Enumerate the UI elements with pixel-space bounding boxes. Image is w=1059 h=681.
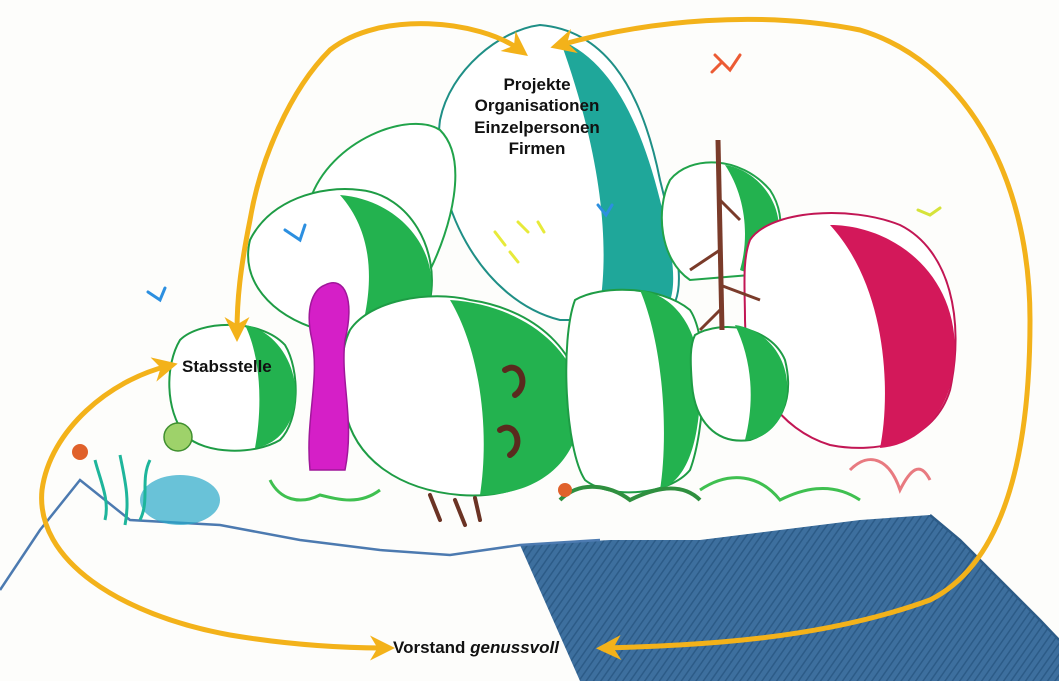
label-organisationen: Organisationen bbox=[474, 96, 600, 116]
label-stabsstelle: Stabsstelle bbox=[182, 357, 272, 376]
label-firmen: Firmen bbox=[508, 138, 566, 158]
top-label-group: Projekte Organisationen Einzelpersonen F… bbox=[442, 74, 632, 159]
label-einzelpersonen: Einzelpersonen bbox=[474, 117, 600, 137]
arrows bbox=[39, 16, 1033, 661]
arrow-vorstand-to-top bbox=[550, 16, 1033, 661]
label-genussvoll: genussvoll bbox=[470, 638, 559, 657]
label-vorstand-word: Vorstand bbox=[393, 638, 471, 657]
arrow-stabsstelle-to-vorstand bbox=[39, 357, 395, 661]
arrow-top-to-stabsstelle bbox=[224, 21, 529, 342]
label-vorstand: Vorstand genussvoll bbox=[393, 637, 559, 658]
label-projekte: Projekte bbox=[503, 75, 571, 94]
